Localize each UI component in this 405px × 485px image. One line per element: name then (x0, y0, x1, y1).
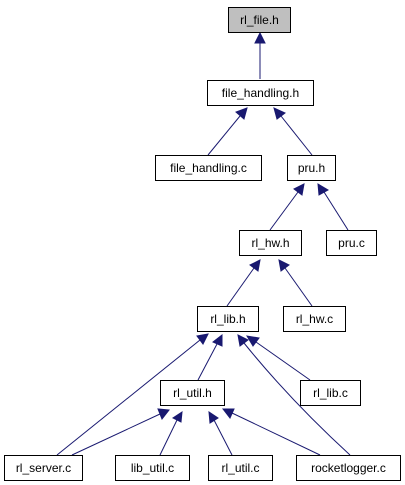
edge-rocketlogger-c-to-rl-util-h (221, 408, 321, 456)
svg-text:file_handling.h: file_handling.h (222, 86, 299, 100)
node-rocketlogger-c[interactable]: rocketlogger.c (296, 455, 401, 481)
svg-text:rl_lib.h: rl_lib.h (210, 312, 245, 326)
svg-text:rl_server.c: rl_server.c (16, 461, 71, 475)
edge-rl-server-c-to-rl-util-h (71, 408, 170, 456)
svg-text:rl_util.c: rl_util.c (221, 461, 259, 475)
edge-rl-lib-h-to-rl-hw-h (226, 259, 261, 307)
edge-rl-util-h-to-rl-lib-h (197, 333, 223, 381)
edge-file-handling-c-to-file-handling-h (207, 107, 248, 156)
svg-text:lib_util.c: lib_util.c (131, 461, 174, 475)
svg-text:rl_util.h: rl_util.h (173, 386, 212, 400)
svg-text:rl_hw.h: rl_hw.h (251, 236, 289, 250)
edge-rl-lib-c-to-rl-lib-h (246, 335, 311, 381)
edge-rl-hw-c-to-rl-hw-h (278, 259, 313, 307)
node-rl-hw-c[interactable]: rl_hw.c (283, 306, 346, 332)
svg-text:file_handling.c: file_handling.c (170, 161, 247, 175)
node-rl-hw-h[interactable]: rl_hw.h (239, 230, 302, 256)
svg-text:rl_lib.c: rl_lib.c (313, 386, 348, 400)
node-rl-lib-c[interactable]: rl_lib.c (300, 380, 361, 406)
node-rl-util-c[interactable]: rl_util.c (208, 455, 273, 481)
svg-text:rl_hw.c: rl_hw.c (296, 312, 333, 326)
node-rl-util-h[interactable]: rl_util.h (160, 380, 225, 406)
svg-text:rocketlogger.c: rocketlogger.c (311, 461, 386, 475)
edge-rl-util-c-to-rl-util-h (208, 411, 233, 456)
svg-text:pru.h: pru.h (298, 161, 325, 175)
edge-file-handling-h-to-rl-file-h (254, 31, 266, 79)
node-rl-lib-h[interactable]: rl_lib.h (197, 306, 259, 332)
svg-text:rl_file.h: rl_file.h (240, 13, 279, 27)
svg-text:pru.c: pru.c (338, 236, 365, 250)
edge-rocketlogger-c-to-rl-lib-h (237, 334, 351, 456)
node-file-handling-c[interactable]: file_handling.c (155, 155, 262, 181)
edge-rl-hw-h-to-pru-h (269, 183, 305, 231)
edge-lib-util-c-to-rl-util-h (159, 410, 183, 456)
edge-rl-server-c-to-rl-lib-h (56, 333, 209, 456)
node-pru-h[interactable]: pru.h (287, 155, 336, 181)
node-pru-c[interactable]: pru.c (326, 230, 377, 256)
edge-pru-h-to-file-handling-h (273, 107, 313, 156)
node-rl-file-h[interactable]: rl_file.h (228, 7, 291, 33)
node-rl-server-c[interactable]: rl_server.c (4, 455, 83, 481)
node-lib-util-c[interactable]: lib_util.c (115, 455, 190, 481)
edge-pru-c-to-pru-h (317, 183, 349, 231)
node-file-handling-h[interactable]: file_handling.h (207, 80, 314, 106)
